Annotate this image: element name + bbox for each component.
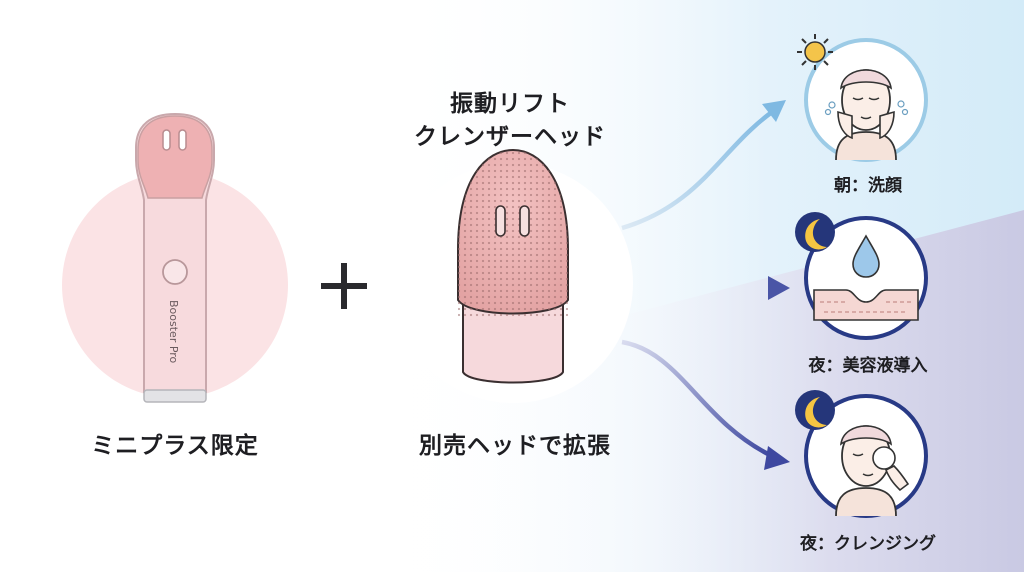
head-caption: 別売ヘッドで拡張 [419, 433, 611, 459]
mode-label-night-serum: 夜：美容液導入 [808, 356, 928, 376]
device-caption: ミニプラス限定 [91, 433, 259, 459]
arrow-to-serum [630, 276, 790, 300]
device-brand-text: Booster Pro [167, 300, 180, 364]
power-button-icon [162, 259, 188, 285]
moon-icon [795, 212, 835, 252]
cleansing-device-illustration: Booster Pro [135, 112, 215, 403]
arrow-to-cleansing [621, 339, 790, 470]
head-title-line2: クレンザーヘッド [414, 124, 606, 150]
head-title-line1: 振動リフト [450, 91, 570, 117]
night-serum-illustration [804, 216, 928, 340]
cleanser-head-illustration [457, 148, 569, 384]
plus-icon [321, 263, 367, 309]
sun-icon [797, 34, 833, 70]
arrow-to-morning [621, 100, 786, 231]
mode-label-night-cleansing: 夜：クレンジング [800, 534, 936, 554]
mode-label-morning-wash: 朝：洗顔 [834, 176, 902, 196]
night-cleansing-illustration [804, 394, 928, 518]
moon-icon [795, 390, 835, 430]
morning-wash-illustration [804, 38, 928, 162]
